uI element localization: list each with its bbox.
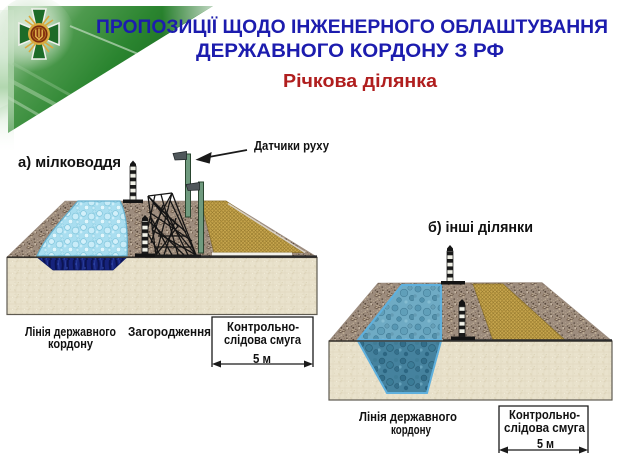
svg-text:Лінія державного: Лінія державного [359, 409, 457, 424]
svg-text:Лінія державного: Лінія державного [25, 325, 116, 339]
svg-text:Загородження: Загородження [128, 325, 211, 339]
svg-text:Датчики руху: Датчики руху [254, 139, 329, 153]
svg-text:Контрольно-: Контрольно- [227, 320, 299, 334]
svg-text:кордону: кордону [48, 337, 93, 351]
svg-text:ДЕРЖАВНОГО КОРДОНУ З РФ: ДЕРЖАВНОГО КОРДОНУ З РФ [196, 41, 504, 62]
svg-text:5 м: 5 м [537, 437, 554, 451]
svg-text:кордону: кордону [391, 422, 432, 437]
svg-text:а) мілководдя: а) мілководдя [18, 154, 121, 171]
svg-text:5 м: 5 м [253, 352, 271, 366]
svg-text:слідова смуга: слідова смуга [224, 333, 302, 347]
svg-text:Контрольно-: Контрольно- [509, 407, 580, 422]
svg-text:ПРОПОЗИЦІЇ ЩОДО ІНЖЕНЕРНОГО ОБ: ПРОПОЗИЦІЇ ЩОДО ІНЖЕНЕРНОГО ОБЛАШТУВАННЯ [96, 17, 608, 38]
svg-text:слідова смуга: слідова смуга [504, 420, 586, 435]
svg-text:Річкова ділянка: Річкова ділянка [283, 71, 438, 91]
svg-text:б) інші ділянки: б) інші ділянки [428, 219, 533, 236]
